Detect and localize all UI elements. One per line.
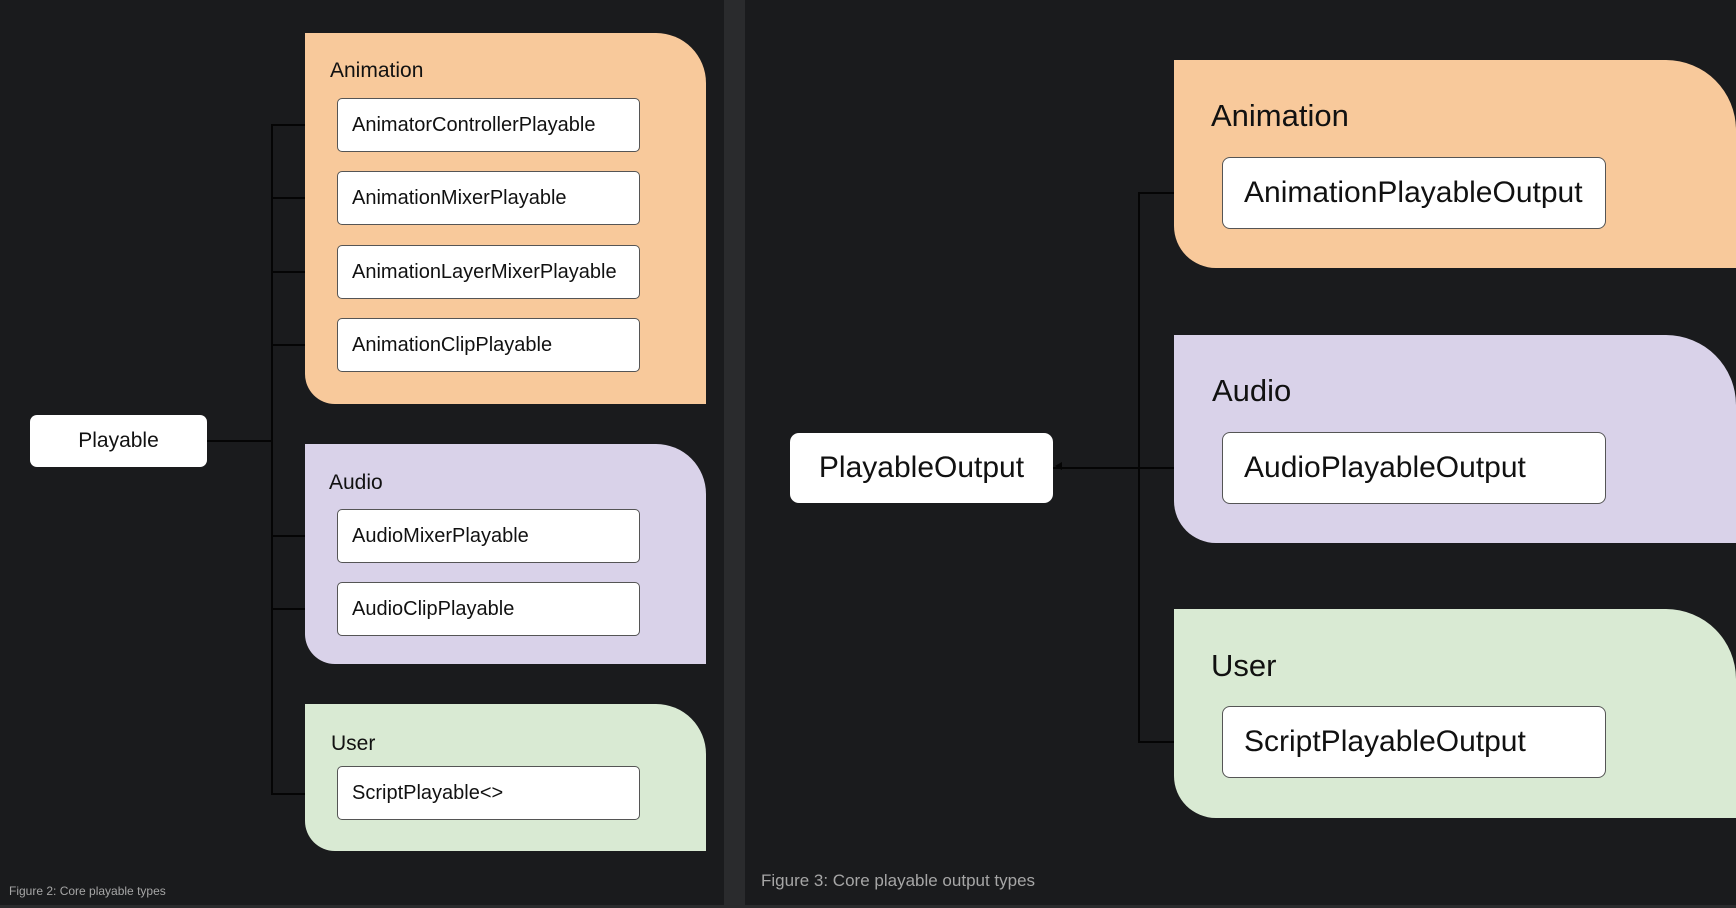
connector-root — [1053, 467, 1139, 469]
connector-branch — [271, 608, 337, 610]
node-animation-layer-mixer-playable: AnimationLayerMixerPlayable — [337, 245, 640, 299]
connector-root — [206, 440, 272, 442]
node-script-playable-output: ScriptPlayableOutput — [1222, 706, 1606, 778]
node-script-playable: ScriptPlayable<> — [337, 766, 640, 820]
arrow-head-icon — [1055, 462, 1062, 470]
node-animation-mixer-playable: AnimationMixerPlayable — [337, 171, 640, 225]
connector-branch — [271, 793, 337, 795]
group-title: User — [331, 732, 376, 755]
panel-divider — [724, 0, 745, 905]
group-title: Animation — [1211, 98, 1349, 133]
figure-caption: Figure 3: Core playable output types — [761, 871, 1036, 890]
playable-output-root-node: PlayableOutput — [790, 433, 1053, 503]
connector-branch — [271, 271, 337, 273]
connector-branch — [271, 197, 337, 199]
connector-branch — [271, 124, 337, 126]
figure-caption: Figure 2: Core playable types — [9, 884, 166, 898]
node-animator-controller-playable: AnimatorControllerPlayable — [337, 98, 640, 152]
group-title: Animation — [330, 59, 424, 82]
figure-core-playable-output-types: PlayableOutput Animation AnimationPlayab… — [745, 0, 1736, 905]
group-title: User — [1211, 648, 1277, 683]
connector-branch — [271, 535, 337, 537]
node-audio-playable-output: AudioPlayableOutput — [1222, 432, 1606, 504]
node-animation-clip-playable: AnimationClipPlayable — [337, 318, 640, 372]
node-animation-playable-output: AnimationPlayableOutput — [1222, 157, 1606, 229]
group-title: Audio — [329, 471, 383, 494]
playable-root-node: Playable — [30, 415, 207, 467]
bottom-border — [0, 905, 1736, 908]
connector-branch — [271, 344, 337, 346]
node-audio-clip-playable: AudioClipPlayable — [337, 582, 640, 636]
node-audio-mixer-playable: AudioMixerPlayable — [337, 509, 640, 563]
connector-trunk — [271, 124, 273, 794]
group-title: Audio — [1212, 373, 1292, 408]
figure-core-playable-types: Playable Animation AnimatorControllerPla… — [0, 0, 724, 905]
